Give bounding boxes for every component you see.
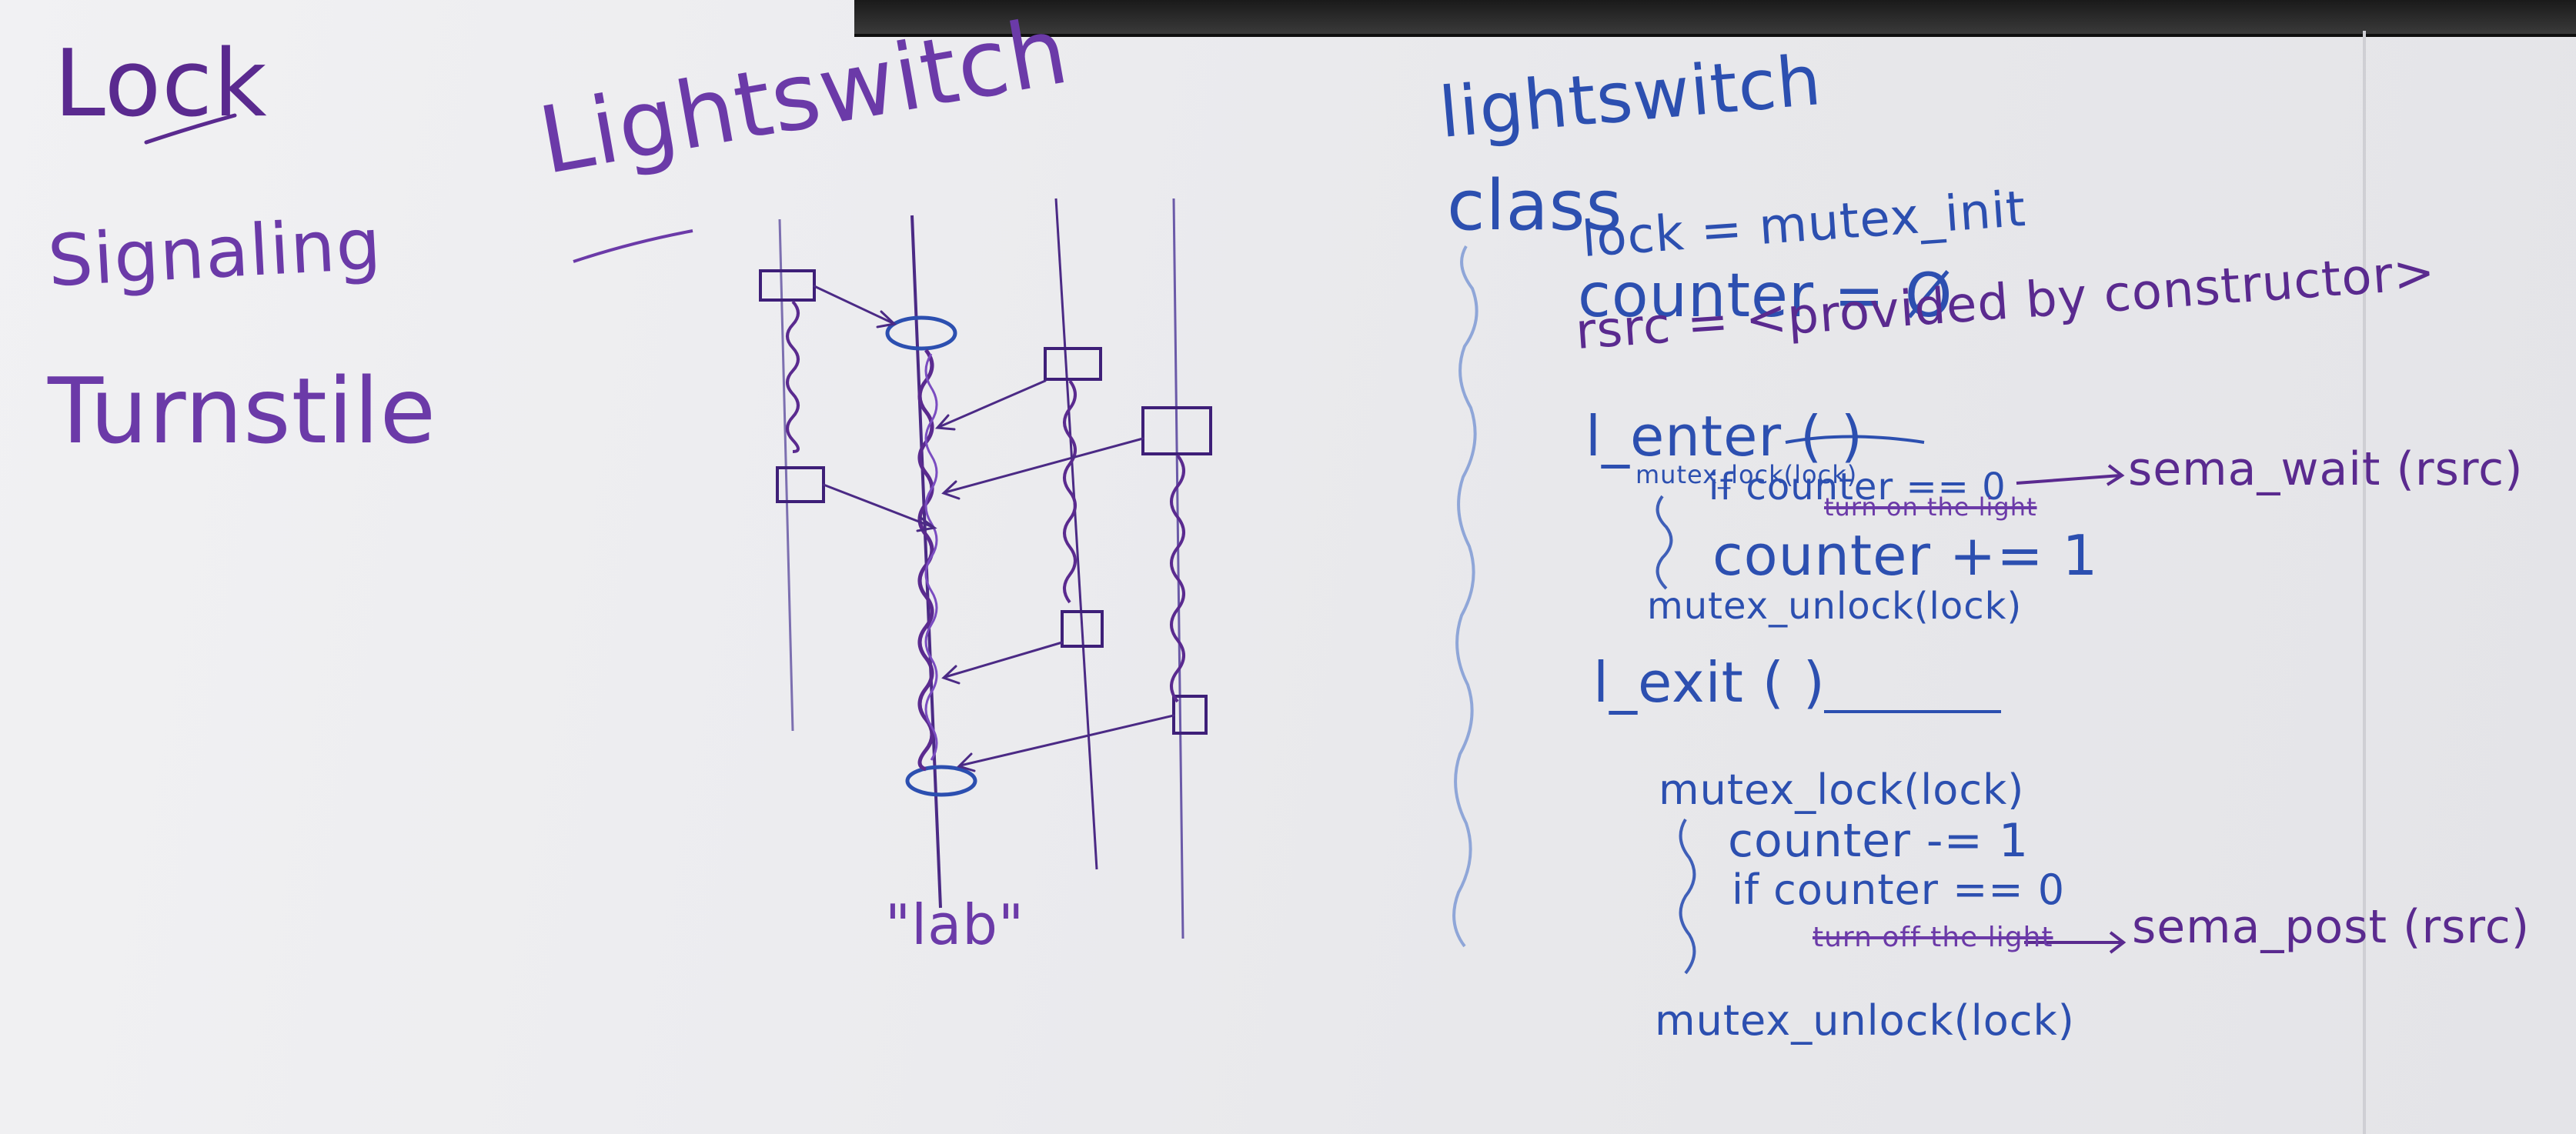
- arrow-t1-enter-head: [876, 310, 897, 329]
- topic-turnstile: Turnstile: [48, 358, 437, 464]
- sema-wait-arrow: [2016, 474, 2121, 485]
- sema-post-arrow-head: [2109, 931, 2127, 954]
- arrow-t4-enter: [944, 437, 1144, 494]
- arrow-t3-enter: [937, 379, 1047, 429]
- thread-2-squiggle-b: [924, 353, 938, 761]
- first-in-oval: [885, 315, 957, 351]
- topic-lock: Lock: [54, 31, 268, 138]
- arrow-t3-enter-head: [934, 414, 956, 431]
- arrow-t4-enter-head: [941, 480, 961, 500]
- code-turn-on-struck: turn on the light: [1824, 492, 2037, 522]
- code-exit-mutex-lock: mutex_lock(lock): [1659, 765, 2025, 814]
- last-out-oval: [905, 765, 977, 797]
- code-exit-mutex-unlock: mutex_unlock(lock): [1655, 996, 2075, 1045]
- arrow-t3-exit: [944, 641, 1064, 679]
- code-exit-if: if counter == 0: [1732, 866, 2066, 914]
- sema-wait-arrow-head: [2106, 464, 2125, 486]
- diagram-caption: "lab": [885, 892, 1025, 957]
- code-sema-post: sema_post (rsrc): [2132, 900, 2531, 954]
- code-sema-wait: sema_wait (rsrc): [2128, 442, 2524, 496]
- arrow-t3-exit-head: [941, 665, 961, 685]
- thread-3-exit-box: [1061, 610, 1104, 648]
- code-enter-signature: l_enter ( ): [1585, 404, 1864, 469]
- thread-line-1: [778, 218, 794, 732]
- class-brace: [1452, 245, 1478, 948]
- code-class-keyword: class: [1447, 165, 1623, 246]
- thread-3-squiggle: [1063, 379, 1077, 604]
- code-counter-increment: counter += 1: [1712, 523, 2099, 588]
- thread-4-squiggle: [1170, 454, 1185, 703]
- diagram-title-underline: [573, 229, 693, 263]
- thread-line-4: [1172, 198, 1184, 939]
- thread-4-enter-box: [1141, 406, 1212, 455]
- enter-brace: [1656, 495, 1673, 590]
- enter-arg-blank: [1785, 435, 1925, 444]
- code-turn-off-struck: turn off the light: [1813, 922, 2053, 953]
- arrow-t4-exit: [959, 714, 1175, 767]
- thread-line-3: [1054, 198, 1098, 870]
- arrow-t1-exit-head: [916, 515, 937, 532]
- code-counter-decrement: counter -= 1: [1728, 814, 2030, 868]
- code-counter-init: counter = Ø: [1578, 262, 1953, 331]
- thread-3-enter-box: [1044, 347, 1102, 381]
- exit-brace: [1679, 818, 1696, 975]
- arrow-t4-exit-head: [957, 752, 976, 772]
- whiteboard-panel-seam: [2363, 31, 2366, 1134]
- code-enter-mutex-unlock: mutex_unlock(lock): [1647, 585, 2023, 628]
- thread-1-squiggle: [786, 300, 800, 453]
- thread-line-2: [910, 215, 942, 909]
- code-enter-if: if counter == 0: [1709, 465, 2006, 509]
- projector-screen-rail: [854, 0, 2576, 37]
- code-exit-signature: l_exit ( ): [1593, 650, 1826, 715]
- arrow-t1-exit: [822, 483, 934, 529]
- arrow-t1-enter: [813, 285, 894, 325]
- code-enter-mutex-lock: mutex_lock(lock): [1635, 460, 1858, 489]
